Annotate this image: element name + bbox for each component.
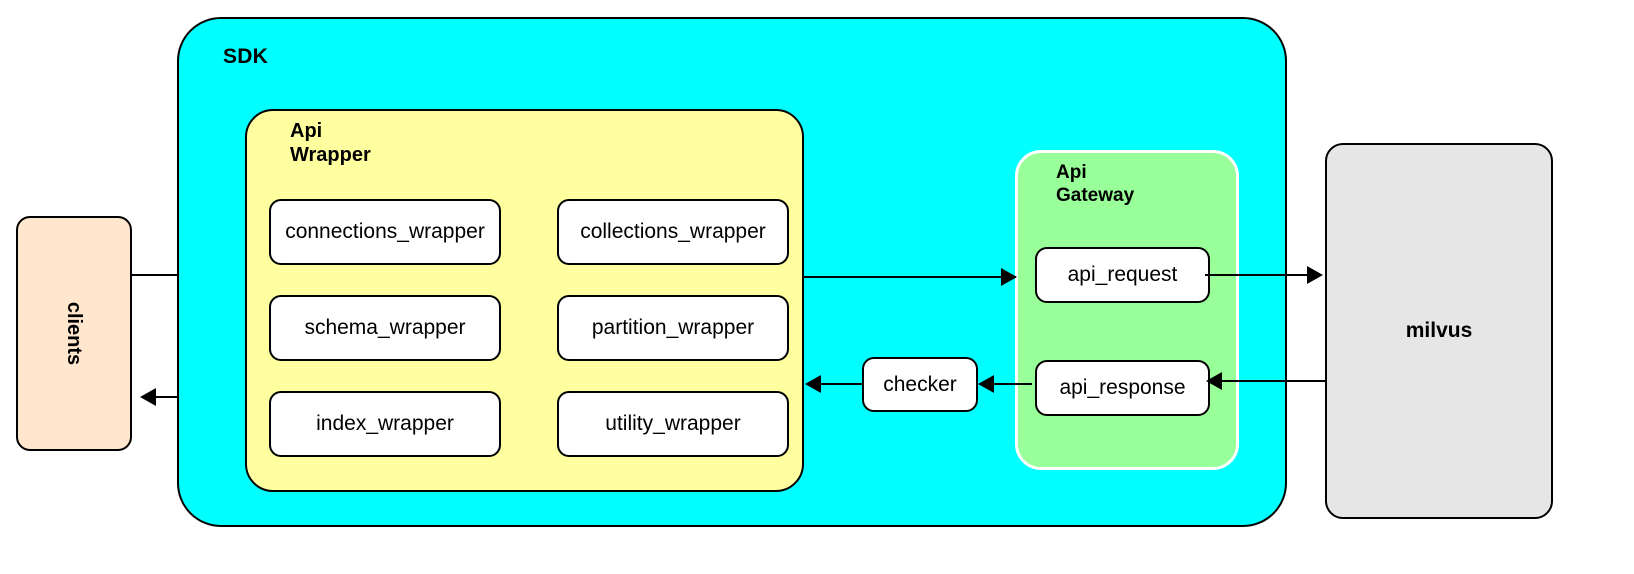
checker-label: checker <box>883 372 957 396</box>
connector-milvus-to-gateway <box>1214 380 1325 382</box>
node-api-response[interactable]: api_response <box>1035 360 1210 416</box>
checker-node[interactable]: checker <box>862 357 978 412</box>
module-label: utility_wrapper <box>605 412 741 435</box>
module-index-wrapper[interactable]: index_wrapper <box>269 391 501 457</box>
arrowhead-checker-to-wrapper <box>805 375 821 393</box>
api-gateway-label-line2: Gateway <box>1056 185 1135 207</box>
module-label: index_wrapper <box>316 412 454 435</box>
milvus-label: milvus <box>1405 319 1473 342</box>
node-label: api_request <box>1067 263 1178 286</box>
module-collections-wrapper[interactable]: collections_wrapper <box>557 199 789 265</box>
module-label: connections_wrapper <box>285 220 485 243</box>
module-label: collections_wrapper <box>580 220 766 243</box>
arrowhead-gateway-to-milvus <box>1307 266 1323 284</box>
api-wrapper-label-line2: Wrapper <box>290 144 371 167</box>
arrowhead-sdk-to-clients <box>140 388 156 406</box>
arrowhead-milvus-to-gateway <box>1206 372 1222 390</box>
api-gateway-group: Api Gateway api_request api_response <box>1015 150 1239 470</box>
module-partition-wrapper[interactable]: partition_wrapper <box>557 295 789 361</box>
api-wrapper-group: Api Wrapper connections_wrapper collecti… <box>245 109 804 492</box>
api-gateway-label: Api Gateway <box>1056 161 1206 207</box>
node-label: api_response <box>1059 376 1186 399</box>
sdk-container: SDK Api Wrapper connections_wrapper coll… <box>177 17 1287 527</box>
connector-gateway-to-milvus <box>1205 274 1311 276</box>
module-connections-wrapper[interactable]: connections_wrapper <box>269 199 501 265</box>
clients-label: clients <box>63 301 86 366</box>
module-utility-wrapper[interactable]: utility_wrapper <box>557 391 789 457</box>
api-wrapper-label: Api Wrapper <box>290 119 420 168</box>
arrowhead-wrapper-to-gateway <box>1001 268 1017 286</box>
clients-node[interactable]: clients <box>16 216 132 451</box>
api-gateway-label-line1: Api <box>1056 162 1087 183</box>
module-schema-wrapper[interactable]: schema_wrapper <box>269 295 501 361</box>
milvus-node[interactable]: milvus <box>1325 143 1553 519</box>
connector-checker-to-wrapper <box>813 383 862 385</box>
connector-response-to-checker <box>986 383 1032 385</box>
module-label: partition_wrapper <box>591 316 755 339</box>
api-wrapper-label-line1: Api <box>290 120 323 142</box>
node-api-request[interactable]: api_request <box>1035 247 1210 303</box>
module-label: schema_wrapper <box>304 316 466 339</box>
connector-wrapper-to-gateway <box>804 276 1016 278</box>
arrowhead-response-to-checker <box>978 375 994 393</box>
sdk-label: SDK <box>223 45 268 68</box>
